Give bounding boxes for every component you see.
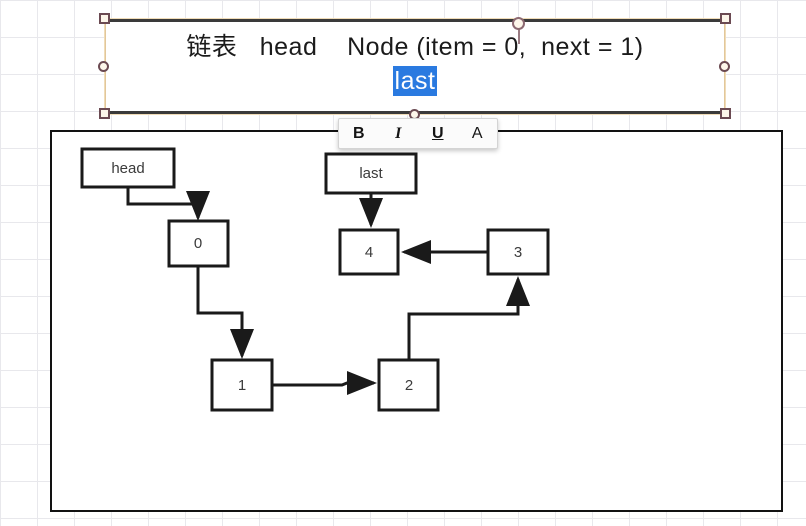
italic-button[interactable]: I — [395, 124, 402, 142]
node-0-label: 0 — [194, 235, 202, 252]
linked-list-diagram[interactable]: head last 0 4 3 1 2 — [50, 130, 783, 512]
node-4-label: 4 — [365, 244, 373, 261]
edge-0-to-1 — [196, 266, 254, 359]
edge-1-to-2 — [272, 371, 377, 395]
text-line-1: 链表 head Node (item = 0, next = 1) — [186, 33, 644, 61]
node-1 — [210, 358, 274, 412]
edge-head-to-0 — [126, 187, 210, 221]
rotate-handle[interactable] — [512, 17, 525, 30]
format-toolbar[interactable]: B I U A — [338, 118, 498, 149]
rotation-stem — [518, 24, 520, 44]
node-last-label: last — [359, 165, 383, 182]
bold-button[interactable]: B — [352, 124, 365, 142]
node-1-label: 1 — [238, 377, 246, 394]
node-3 — [486, 228, 550, 276]
node-head — [80, 147, 176, 189]
text-line-2: last — [112, 65, 718, 97]
text-box-content[interactable]: 链表 head Node (item = 0, next = 1) last — [112, 25, 718, 108]
node-last — [324, 152, 418, 195]
node-2-label: 2 — [405, 377, 413, 394]
node-4 — [338, 228, 400, 276]
node-0 — [167, 219, 230, 268]
handle-middle-left[interactable] — [98, 61, 109, 72]
handle-bottom-left[interactable] — [99, 108, 110, 119]
node-2 — [377, 358, 440, 412]
diagram-svg: head last 0 4 3 1 2 — [80, 147, 550, 412]
selected-text-box[interactable]: 链表 head Node (item = 0, next = 1) last — [98, 13, 731, 120]
font-color-button[interactable]: A — [471, 124, 483, 142]
node-3-label: 3 — [514, 244, 522, 261]
handle-top-right[interactable] — [720, 13, 731, 24]
selected-text[interactable]: last — [392, 66, 438, 96]
underline-button[interactable]: U — [431, 124, 444, 142]
node-head-label: head — [111, 160, 144, 177]
handle-bottom-right[interactable] — [720, 108, 731, 119]
edge-2-to-3 — [407, 276, 530, 360]
text-box-frame[interactable]: 链表 head Node (item = 0, next = 1) last — [104, 18, 726, 115]
handle-top-left[interactable] — [99, 13, 110, 24]
handle-middle-right[interactable] — [719, 61, 730, 72]
